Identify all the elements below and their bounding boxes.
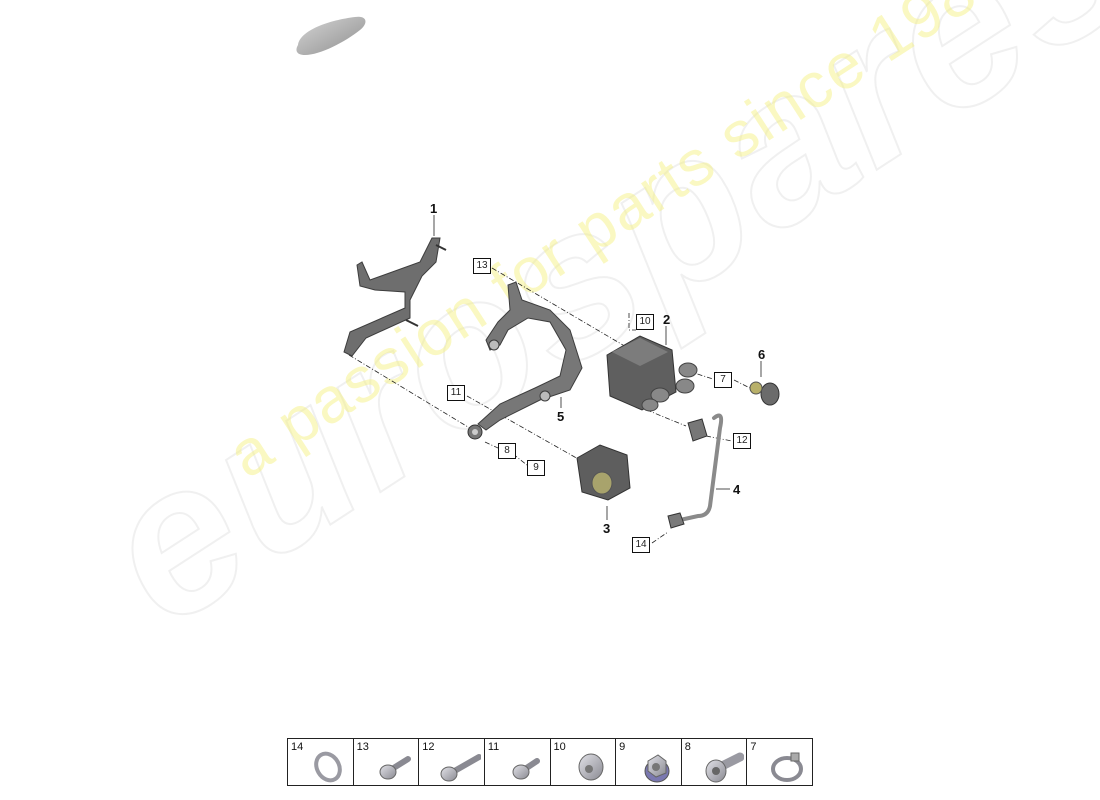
strip-cell-7[interactable]: 7 [747, 739, 812, 785]
callout-part-3[interactable]: 3 [603, 521, 611, 536]
strip-cell-number: 7 [750, 741, 757, 753]
strip-cell-number: 13 [356, 741, 369, 753]
small-parts-strip: 14 13 12 11 10 [287, 738, 813, 786]
torx-bolt-long-icon [440, 754, 482, 782]
fitting-part-6 [749, 381, 780, 406]
pipe-nut-part-14 [667, 512, 685, 529]
pipe-clip-part-12 [687, 418, 708, 442]
callout-part-5[interactable]: 5 [557, 409, 565, 424]
strip-cell-13[interactable]: 13 [354, 739, 420, 785]
callout-box-7[interactable]: 7 [714, 372, 732, 388]
strip-cell-10[interactable]: 10 [551, 739, 617, 785]
callout-part-4[interactable]: 4 [733, 482, 741, 497]
hex-flange-nut-icon [644, 754, 670, 783]
pipe-part-4 [678, 413, 724, 522]
callout-box-12[interactable]: 12 [733, 433, 751, 449]
strip-cell-12[interactable]: 12 [419, 739, 485, 785]
hose-clamp-icon [771, 752, 804, 782]
strip-cell-9[interactable]: 9 [616, 739, 682, 785]
callout-box-10[interactable]: 10 [636, 314, 654, 330]
callout-box-8[interactable]: 8 [498, 443, 516, 459]
callout-box-14[interactable]: 14 [632, 537, 650, 553]
strip-cell-14[interactable]: 14 [288, 739, 354, 785]
strip-cell-8[interactable]: 8 [682, 739, 748, 785]
strip-cell-number: 11 [487, 741, 500, 753]
flange-nut-icon [578, 753, 603, 781]
sensor-part-3 [576, 444, 631, 501]
strip-cell-number: 8 [684, 741, 691, 753]
strip-cell-number: 14 [291, 741, 304, 753]
callout-part-1[interactable]: 1 [430, 201, 438, 216]
torx-bolt-short-icon [379, 756, 411, 780]
strip-cell-number: 12 [422, 741, 435, 753]
callout-part-2[interactable]: 2 [663, 312, 671, 327]
torx-bolt-short-icon [512, 758, 540, 780]
o-ring-seal-icon [314, 751, 342, 783]
callout-box-11[interactable]: 11 [447, 385, 465, 401]
watermark-brand: eurospares [61, 0, 1100, 671]
strip-cell-11[interactable]: 11 [485, 739, 551, 785]
rubber-mount-sleeve-icon [705, 752, 744, 783]
strip-cell-number: 10 [553, 741, 566, 753]
callout-box-9[interactable]: 9 [527, 460, 545, 476]
callout-part-6[interactable]: 6 [758, 347, 766, 362]
strip-cell-number: 9 [619, 741, 626, 753]
callout-box-13[interactable]: 13 [473, 258, 491, 274]
